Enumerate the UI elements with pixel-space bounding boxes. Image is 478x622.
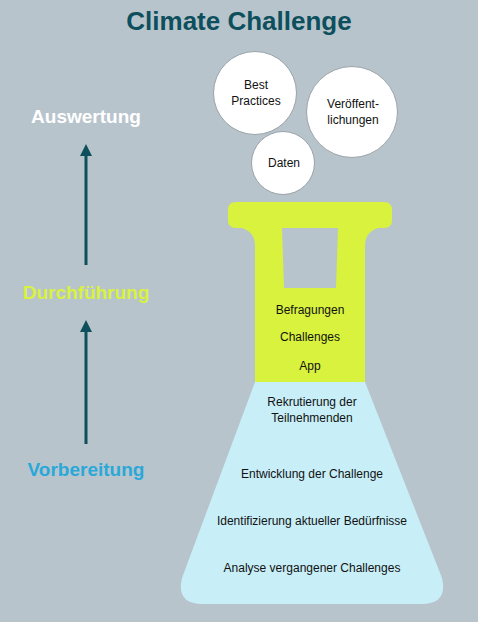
flask-outline: [181, 382, 443, 604]
phase-label: Durchführung: [23, 282, 150, 304]
output-circle: Best Practices: [213, 51, 297, 135]
flask-outline: [228, 202, 392, 382]
step-text: Rekrutierung der Teilnehmenden: [251, 394, 373, 426]
phase-arrow: [85, 150, 88, 265]
circle-label: Daten: [259, 155, 309, 171]
circle-label: Veröffent- lichungen: [317, 96, 389, 128]
phase-arrow: [85, 326, 88, 444]
circle-label: Best Practices: [225, 77, 287, 109]
flask-shape: [228, 202, 392, 382]
step-text: Befragungen: [258, 302, 362, 318]
phase-label: Vorbereitung: [28, 459, 145, 481]
step-text: Identifizierung aktueller Bedürfnisse: [203, 513, 421, 529]
step-text: App: [258, 358, 362, 374]
diagram-title: Climate Challenge: [0, 6, 478, 37]
flask-body: Rekrutierung der TeilnehmendenEntwicklun…: [176, 382, 448, 608]
step-text: Challenges: [258, 329, 362, 345]
flask-neck: BefragungenChallengesApp: [228, 202, 392, 382]
output-circle: Daten: [251, 131, 315, 195]
phase-label: Auswertung: [31, 106, 141, 128]
step-text: Analyse vergangener Challenges: [194, 560, 430, 576]
step-text: Entwicklung der Challenge: [224, 466, 400, 482]
output-circle: Veröffent- lichungen: [306, 66, 398, 158]
